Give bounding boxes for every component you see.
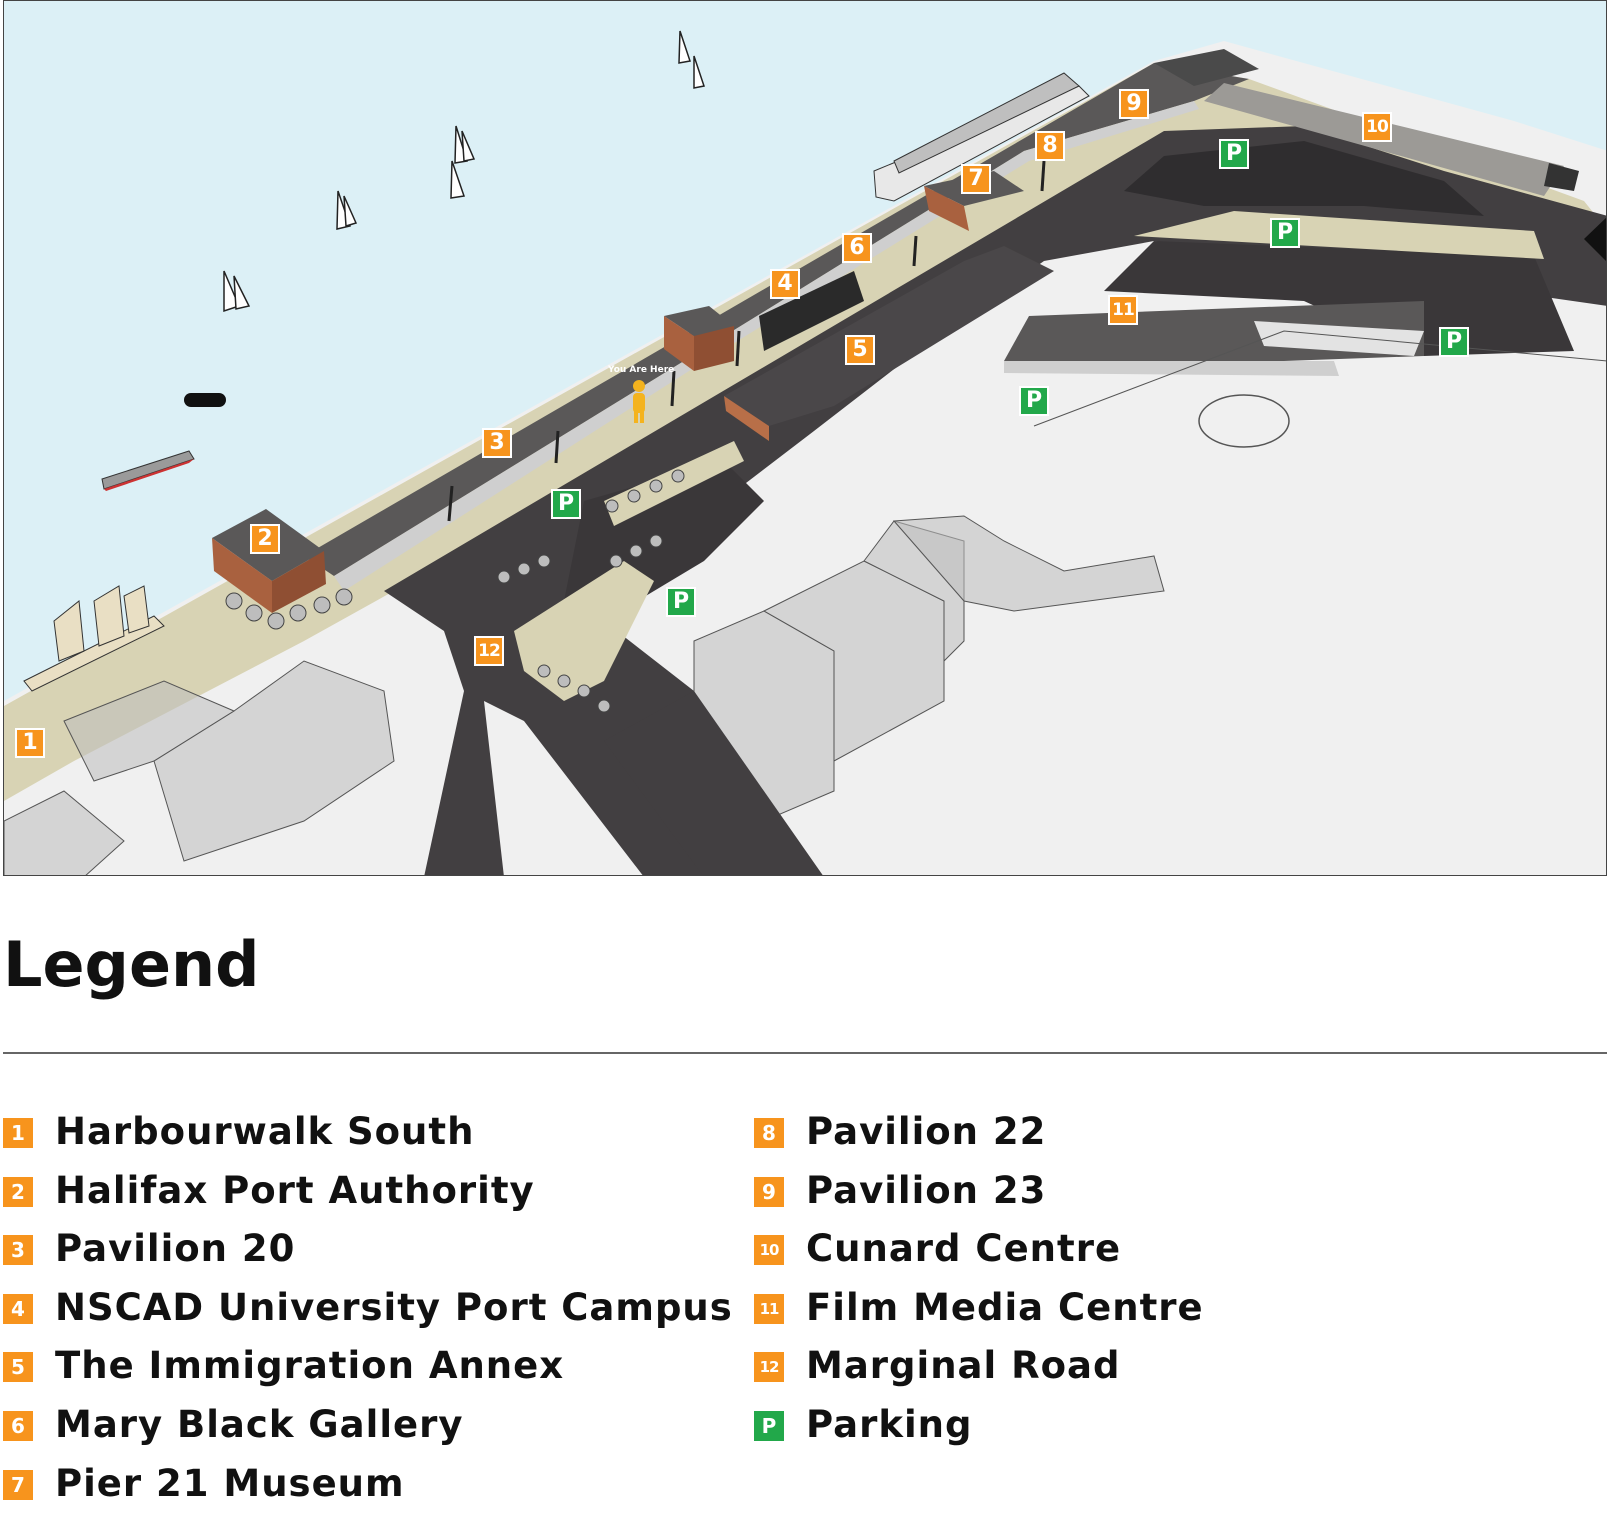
road-network [384,126,1606,875]
legend-badge: 7 [3,1469,33,1500]
port-authority-wall-left [212,538,272,613]
map-parking-marker[interactable]: P [666,587,696,617]
map-parking-marker[interactable]: P [1270,218,1300,248]
parking-lot-top [1124,141,1484,216]
legend-label: Film Media Centre [806,1285,1204,1329]
immigration-annex-wall [724,396,769,441]
grass-strip [1134,211,1544,259]
legend-label: Pavilion 22 [806,1110,1047,1153]
immigration-annex-roof [724,246,1054,426]
legend-badge: 3 [3,1235,33,1266]
map-marker-5[interactable]: 5 [845,335,875,365]
pavilion23-roof [1154,49,1259,86]
brick-kiosk-roof [664,306,734,336]
legend-badge-parking: P [754,1410,784,1441]
legend-divider [3,1052,1607,1054]
legend-label: Harbourwalk South [55,1110,475,1153]
harbour-water [4,1,1606,701]
legend-label: The Immigration Annex [55,1344,565,1388]
port-authority-wall-right [272,551,326,613]
legend-badge: 2 [3,1176,33,1207]
map-marker-7[interactable]: 7 [961,164,991,194]
legend-badge: 11 [754,1293,784,1324]
navy-ship [101,450,195,491]
legend-label: NSCAD University Port Campus [55,1285,733,1329]
map-marker-10[interactable]: 10 [1362,112,1392,142]
map-marker-6[interactable]: 6 [842,233,872,263]
map-marker-12[interactable]: 12 [474,636,504,666]
legend-badge: 5 [3,1352,33,1383]
legend-label: Halifax Port Authority [55,1168,535,1212]
legend-label: Pier 21 Museum [55,1461,405,1505]
legend-label: Parking [806,1402,973,1446]
film-media-skylight [1254,321,1424,356]
brick-kiosk-wall [664,316,694,371]
legend-label: Mary Black Gallery [55,1402,464,1446]
legend-badge: 9 [754,1176,784,1207]
map-marker-11[interactable]: 11 [1108,295,1138,325]
map-parking-marker[interactable]: P [1219,139,1249,169]
map-marker-2[interactable]: 2 [250,524,280,554]
map-marker-4[interactable]: 4 [770,269,800,299]
legend-label: Marginal Road [806,1344,1121,1388]
pier21-wall [924,186,969,231]
map-illustration [4,1,1606,875]
legend-badge: 12 [754,1352,784,1383]
legend-title: Legend [3,928,260,1001]
you-are-here-label: You Are Here [608,365,675,375]
legend-badge: 6 [3,1410,33,1441]
legend-label: Cunard Centre [806,1227,1122,1271]
cruise-ship [873,72,1090,202]
map-parking-marker[interactable]: P [551,489,581,519]
round-plaza [1198,394,1290,448]
pier-shed-roof [304,63,1249,576]
brick-kiosk-wall-2 [694,326,734,371]
map-parking-marker[interactable]: P [1439,327,1469,357]
map-marker-9[interactable]: 9 [1119,89,1149,119]
road-south-connector [604,691,823,875]
legend-label: Pavilion 20 [55,1227,296,1271]
site-map: You Are Here 1 2 3 4 5 6 7 8 9 10 11 12 … [3,0,1607,876]
site-outline [1033,330,1606,427]
map-parking-marker[interactable]: P [1019,386,1049,416]
film-media-wall [1004,361,1339,376]
legend-label: Pavilion 23 [806,1168,1047,1212]
trees [225,469,685,713]
map-marker-1[interactable]: 1 [15,728,45,758]
legend-badge: 4 [3,1293,33,1324]
tall-ship [23,585,165,692]
grass-island-south [514,561,654,701]
map-direction-arrow [1584,217,1606,261]
you-are-here-pin [633,380,645,423]
grass-median [604,441,744,526]
map-marker-8[interactable]: 8 [1035,131,1065,161]
buoy [184,393,226,407]
legend-badge: 8 [754,1118,784,1148]
nscad-building [759,271,864,351]
pier-shed-wall [334,101,1199,591]
legend-badge: 1 [3,1118,33,1148]
legend-badge: 10 [754,1235,784,1266]
cunard-end-block [1544,163,1579,191]
lamp-posts [447,160,1046,522]
sailboats [223,30,705,313]
map-marker-3[interactable]: 3 [482,428,512,458]
